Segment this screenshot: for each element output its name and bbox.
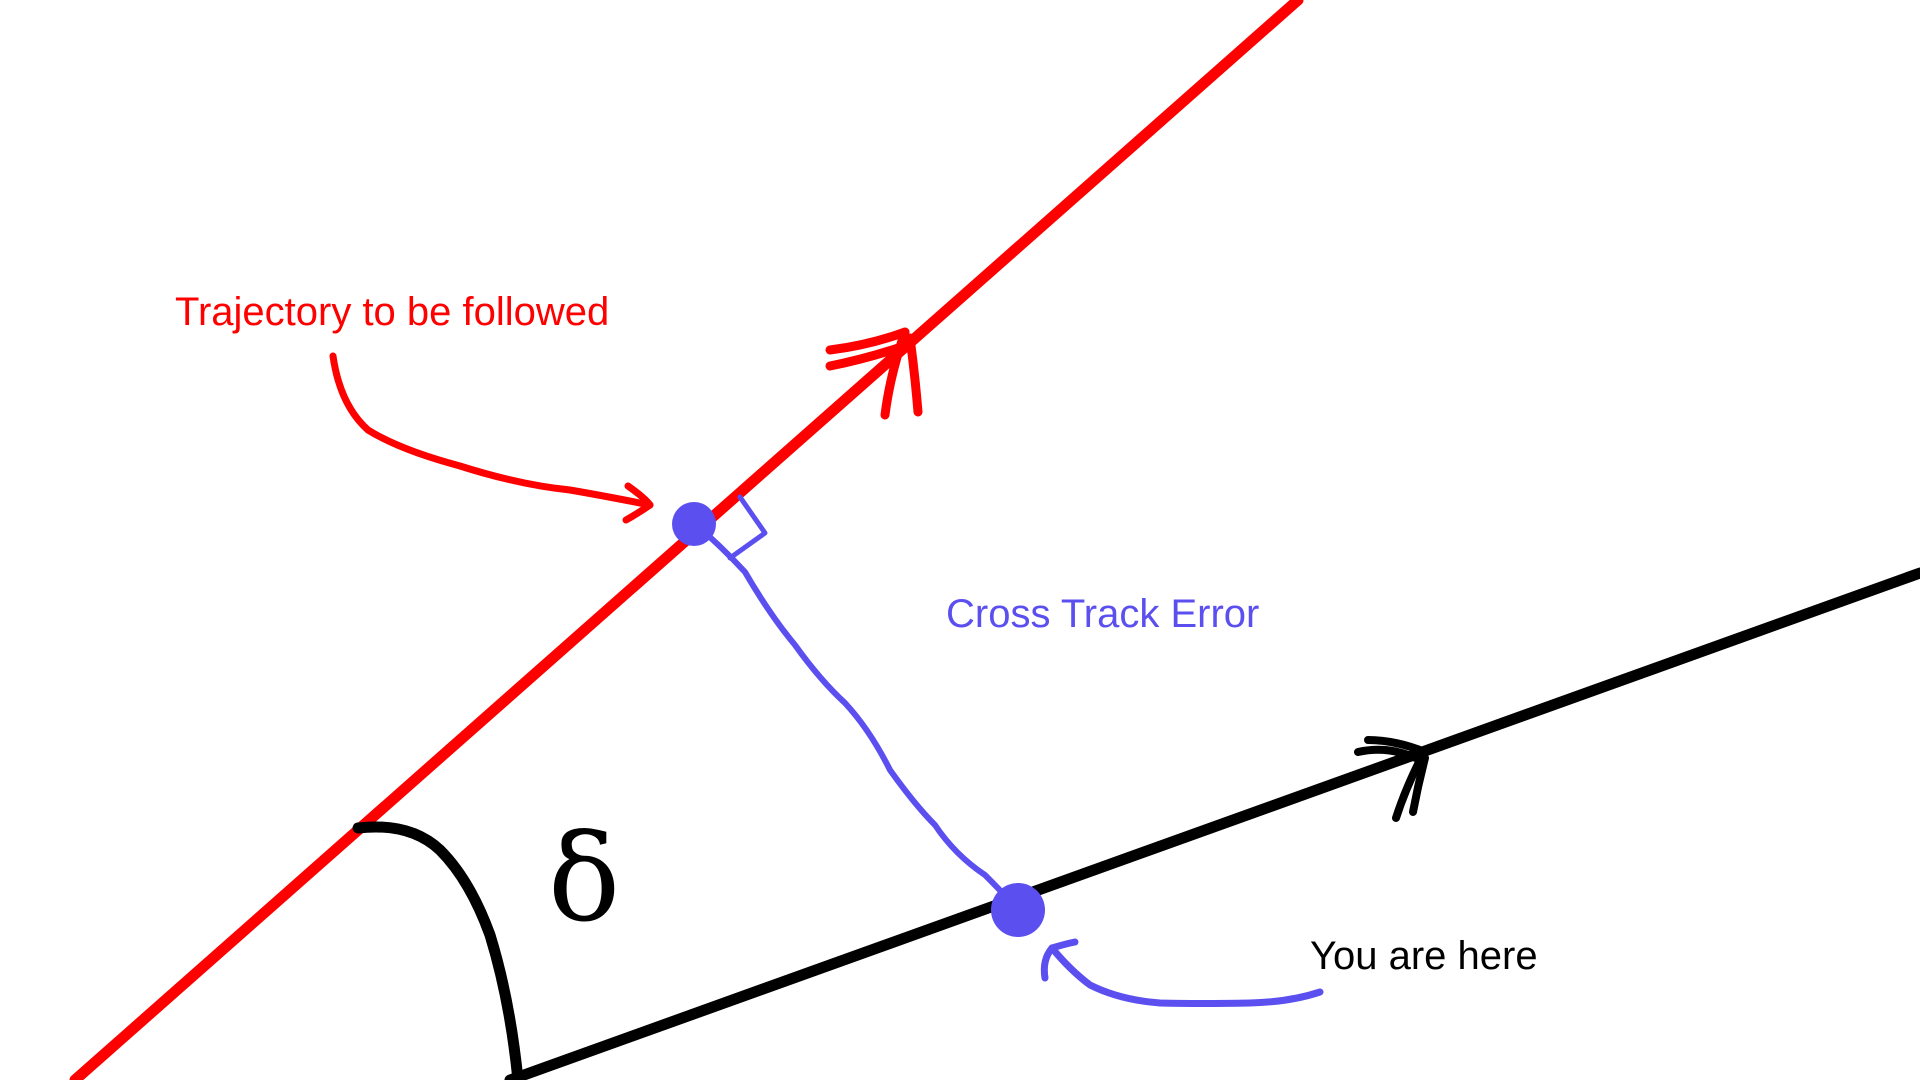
right-angle-marker <box>727 494 768 561</box>
cross-track-error-label: Cross Track Error <box>946 592 1260 636</box>
vehicle-pointer-arrow <box>1040 938 1324 1007</box>
trajectory-pointer-arrow <box>329 352 654 524</box>
heading-direction-arrow <box>1354 736 1429 822</box>
heading-line <box>504 567 1920 1080</box>
angle-arc <box>352 821 524 1080</box>
trajectory-label: Trajectory to be followed <box>175 290 610 334</box>
nearest-trajectory-point <box>672 502 716 546</box>
trajectory-direction-arrow <box>825 327 923 420</box>
vehicle-position-point <box>991 883 1045 937</box>
you-are-here-label: You are here <box>1310 934 1538 978</box>
angle-delta-label: δ <box>548 810 621 949</box>
cross-track-error-line <box>691 520 1021 913</box>
